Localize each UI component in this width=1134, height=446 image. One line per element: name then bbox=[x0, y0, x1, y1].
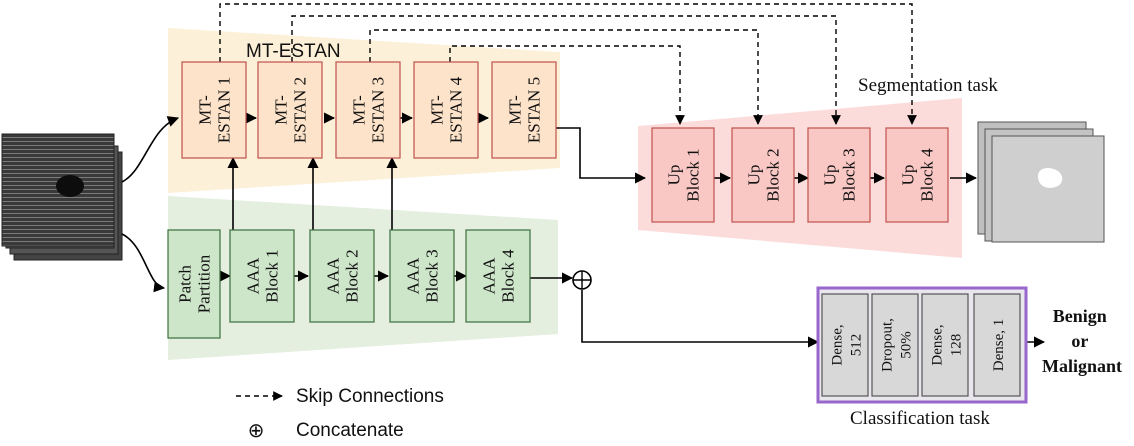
classification-layer-4: Dense, 1 bbox=[973, 293, 1021, 397]
mt-estan-block-4-label: MT-ESTAN 4 bbox=[428, 76, 466, 143]
patch-partition-block-label: PatchPartition bbox=[176, 254, 214, 313]
mt-estan-block-2: MT-ESTAN 2 bbox=[257, 61, 323, 159]
up-blocks: UpBlock 1 UpBlock 2 UpBlock 3 UpBlock 4 bbox=[651, 127, 949, 223]
aaa-block-4: AAABlock 4 bbox=[465, 229, 531, 323]
classification-layer-1: Dense,512 bbox=[821, 293, 869, 397]
mt-estan-block-5-label: MT-ESTAN 5 bbox=[506, 77, 544, 143]
segmentation-title: Segmentation task bbox=[858, 75, 998, 96]
connectors bbox=[121, 112, 1046, 348]
up-block-4: UpBlock 4 bbox=[885, 127, 949, 223]
encoder-title: MT-ESTAN bbox=[246, 41, 341, 62]
ultrasound-input-image bbox=[1, 133, 123, 261]
skip-connections bbox=[219, 3, 917, 125]
legend-skip-label: Skip Connections bbox=[296, 386, 444, 407]
output-label: Benign or Malignant bbox=[1042, 306, 1122, 376]
up-block-1-label: UpBlock 1 bbox=[665, 148, 703, 201]
classification-layer-2-label: Dropout,50% bbox=[880, 318, 915, 372]
mt-estan-block-3: MT-ESTAN 3 bbox=[335, 61, 401, 159]
aaa-block-3: AAABlock 3 bbox=[389, 229, 455, 323]
aaa-blocks: PatchPartition AAABlock 1 AAABlock 2 AAABlo… bbox=[167, 229, 531, 339]
aaa-block-2-label: AAABlock 2 bbox=[324, 249, 362, 302]
up-block-2-label: UpBlock 2 bbox=[745, 148, 783, 201]
legend: Skip Connections ⊕ Concatenate bbox=[236, 386, 444, 442]
patch-partition-block: PatchPartition bbox=[167, 229, 221, 339]
up-block-3: UpBlock 3 bbox=[807, 127, 871, 223]
classification-layer-3-label: Dense,128 bbox=[930, 324, 965, 365]
concatenate-node bbox=[572, 270, 592, 290]
mt-estan-blocks: MT-ESTAN 1 MT-ESTAN 2 MT-ESTAN 3 MT-ESTAN 4… bbox=[181, 61, 557, 159]
aaa-block-3-label: AAABlock 3 bbox=[404, 249, 442, 302]
up-block-2: UpBlock 2 bbox=[731, 127, 795, 223]
classification-layers: Dense,512 Dropout,50% Dense,128 Dense, 1 bbox=[821, 293, 1021, 397]
mt-estan-block-5: MT-ESTAN 5 bbox=[491, 61, 557, 159]
mt-estan-block-1-label: MT-ESTAN 1 bbox=[196, 77, 234, 143]
classification-layer-3: Dense,128 bbox=[921, 293, 969, 397]
segmentation-output-mask bbox=[977, 121, 1105, 243]
aaa-block-2: AAABlock 2 bbox=[309, 229, 375, 323]
mt-estan-block-2-label: MT-ESTAN 2 bbox=[272, 77, 310, 143]
up-block-4-label: UpBlock 4 bbox=[899, 148, 937, 202]
legend-concat-label: Concatenate bbox=[296, 420, 404, 441]
classification-layer-2: Dropout,50% bbox=[871, 293, 919, 397]
up-block-3-label: UpBlock 3 bbox=[821, 148, 859, 201]
aaa-block-4-label: AAABlock 4 bbox=[480, 249, 518, 303]
mt-estan-block-4: MT-ESTAN 4 bbox=[413, 61, 479, 159]
mt-estan-block-3-label: MT-ESTAN 3 bbox=[350, 77, 388, 143]
classification-title: Classification task bbox=[850, 408, 990, 429]
legend-concat-icon: ⊕ bbox=[248, 420, 265, 442]
classification-layer-1-label: Dense,512 bbox=[830, 324, 865, 365]
mt-estan-block-1: MT-ESTAN 1 bbox=[181, 61, 247, 159]
aaa-block-1: AAABlock 1 bbox=[229, 229, 295, 323]
up-block-1: UpBlock 1 bbox=[651, 127, 715, 223]
classification-layer-4-label: Dense, 1 bbox=[991, 319, 1007, 372]
aaa-block-1-label: AAABlock 1 bbox=[244, 249, 282, 302]
